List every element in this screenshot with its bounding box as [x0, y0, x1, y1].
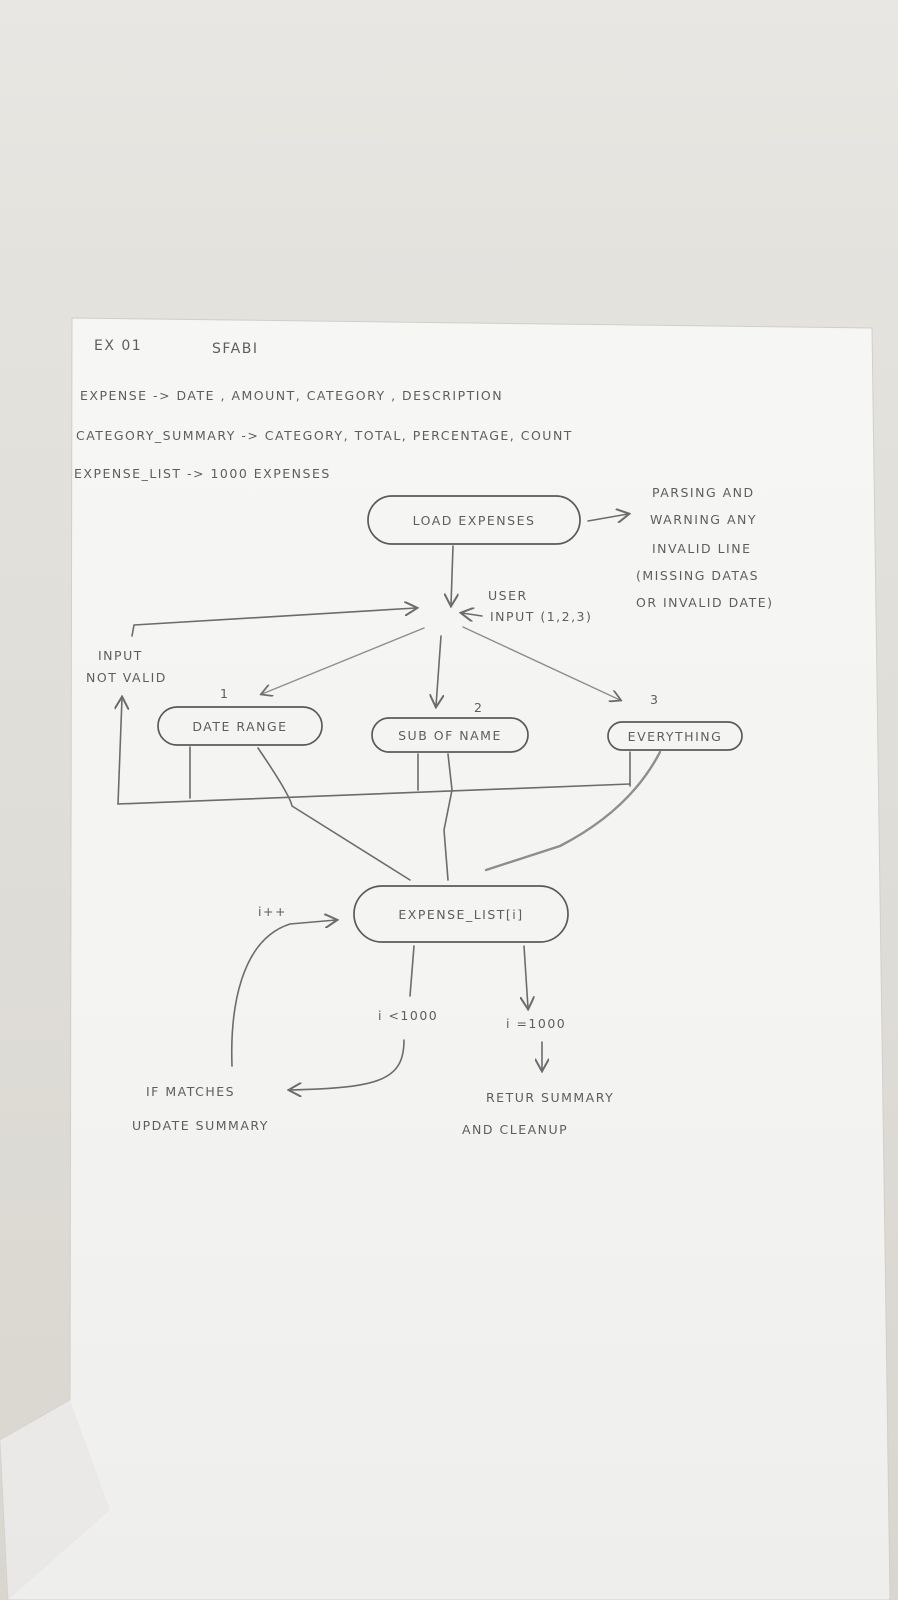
if-matches-line-2: UPDATE SUMMARY — [132, 1118, 269, 1133]
option-3-label: 3 — [650, 692, 659, 707]
lt-1000-label: i <1000 — [378, 1008, 438, 1023]
input-not-valid-line-2: NOT VALID — [86, 670, 167, 685]
arrow-to-if-matches — [290, 1039, 405, 1090]
return-line-2: AND CLEANUP — [462, 1122, 568, 1137]
paper-corner-shadow — [0, 1400, 110, 1600]
arrow-to-date-range — [262, 627, 425, 694]
everything-to-list-line — [484, 750, 662, 872]
everything-label: EVERYTHING — [628, 729, 723, 744]
option-1-label: 1 — [220, 686, 229, 701]
increment-label: i++ — [258, 904, 287, 919]
arrow-to-everything — [462, 626, 620, 700]
everything-node — [607, 721, 743, 751]
parsing-note-line-4: (MISSING DATAS — [636, 568, 759, 583]
definition-expense: EXPENSE -> DATE , AMOUNT, CATEGORY , DES… — [80, 388, 503, 403]
arrow-user-input — [462, 613, 483, 616]
input-not-valid-line-1: INPUT — [98, 648, 143, 663]
eq-1000-label: i =1000 — [506, 1016, 566, 1031]
arrow-increment-loop — [230, 920, 336, 1067]
date-range-node — [157, 706, 323, 746]
sub-name-to-list-line — [443, 753, 453, 881]
sub-of-name-node — [371, 717, 529, 753]
parsing-note-line-5: OR INVALID DATE) — [636, 595, 773, 610]
arrow-input-not-valid — [118, 698, 122, 805]
definition-category-summary: CATEGORY_SUMMARY -> CATEGORY, TOTAL, PER… — [76, 428, 573, 443]
sub-of-name-label: SUB OF NAME — [398, 728, 502, 743]
arrow-to-sub-of-name — [436, 635, 441, 706]
return-line-1: RETUR SUMMARY — [486, 1090, 614, 1105]
arrow-to-parsing-note — [587, 514, 628, 521]
header-code: EX 01 — [94, 338, 142, 354]
definition-expense-list: EXPENSE_LIST -> 1000 EXPENSES — [74, 466, 331, 481]
arrow-load-to-input — [451, 545, 453, 605]
arrow-loop-back-to-input — [131, 608, 416, 637]
line-lt-1000 — [409, 945, 415, 997]
if-matches-line-1: IF MATCHES — [146, 1084, 235, 1099]
invalid-return-line — [117, 783, 631, 805]
load-expenses-node — [367, 495, 581, 545]
expense-list-node — [353, 885, 569, 943]
load-expenses-label: LOAD EXPENSES — [413, 513, 536, 528]
header-name: SFABI — [212, 341, 258, 357]
parsing-note-line-1: PARSING AND — [652, 485, 755, 500]
expense-list-label: EXPENSE_LIST[i] — [398, 907, 523, 922]
date-range-label: DATE RANGE — [192, 719, 287, 734]
paper-sheet — [0, 317, 891, 1600]
parsing-note-line-3: INVALID LINE — [652, 541, 752, 556]
user-input-label-1: USER — [488, 588, 528, 603]
option-2-label: 2 — [474, 700, 483, 715]
arrow-eq-1000 — [524, 945, 528, 1008]
user-input-label-2: INPUT (1,2,3) — [490, 609, 592, 624]
date-range-to-list-line — [257, 747, 411, 881]
parsing-note-line-2: WARNING ANY — [650, 512, 757, 527]
